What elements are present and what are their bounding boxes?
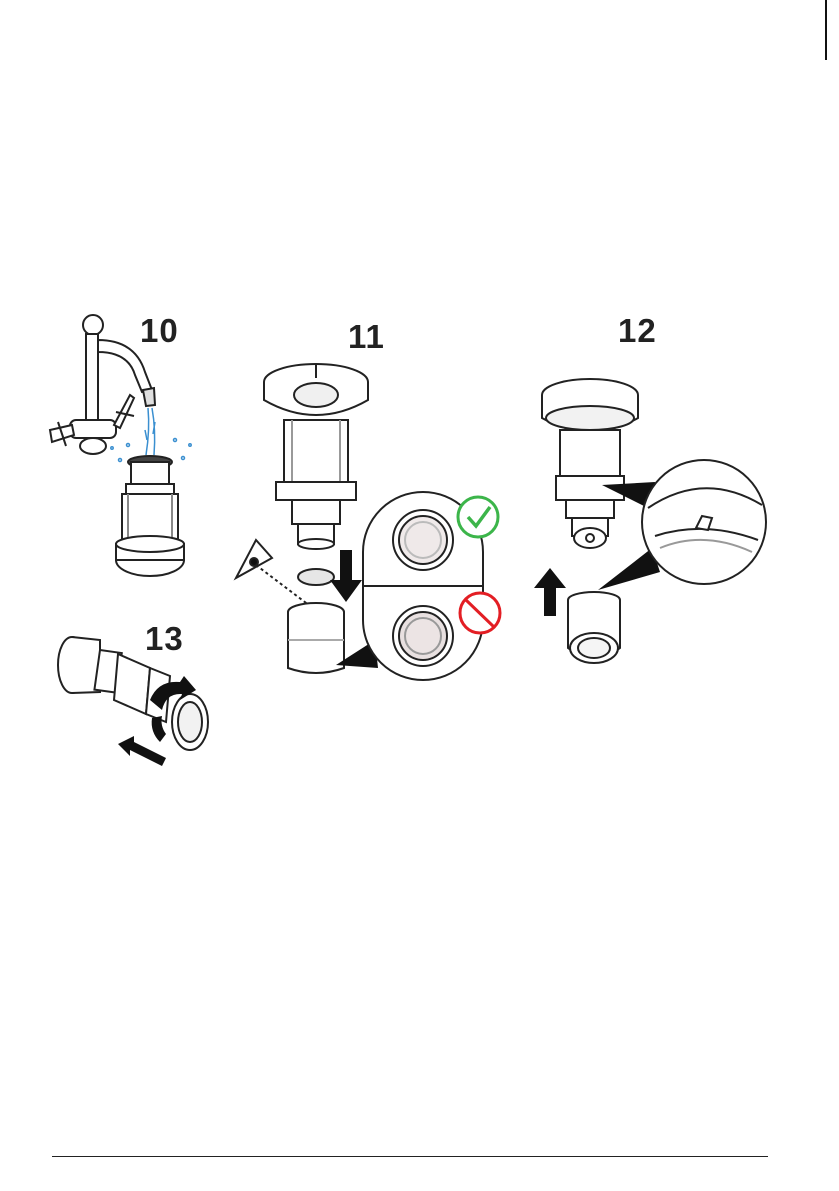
sensor-upside <box>542 379 638 548</box>
check-icon <box>458 497 498 537</box>
sensor-under-faucet <box>116 456 184 576</box>
sensor-with-cap <box>264 364 368 549</box>
faucet-illustration <box>50 315 155 454</box>
membrane-disc <box>298 569 334 585</box>
cap-removed <box>568 592 620 663</box>
prohibited-icon <box>460 593 500 633</box>
up-arrow <box>534 568 566 616</box>
cap-body <box>288 603 344 673</box>
footer-rule <box>52 1156 768 1157</box>
detail-zoom-circle <box>642 460 766 584</box>
